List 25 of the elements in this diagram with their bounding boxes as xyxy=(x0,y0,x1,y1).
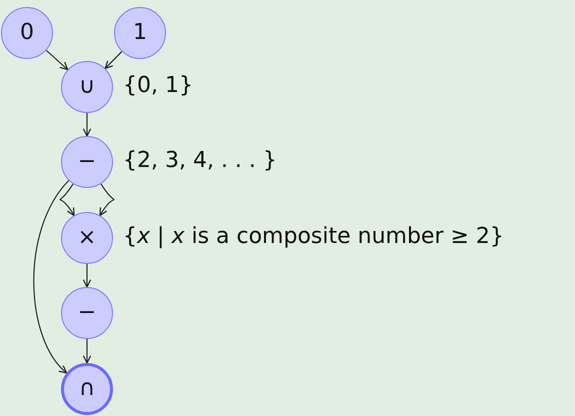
node-label: − xyxy=(78,151,96,173)
arrow xyxy=(46,50,68,70)
arrow xyxy=(82,339,92,364)
operation-circle xyxy=(61,287,113,339)
operation-circle xyxy=(61,363,113,415)
node-label: ∩ xyxy=(78,378,96,400)
set-label: {2, 3, 4, . . . } xyxy=(123,150,277,172)
operation-circle xyxy=(61,212,113,264)
operation-circle xyxy=(61,136,113,188)
arrow xyxy=(82,113,92,137)
arrow xyxy=(99,184,114,216)
arrow xyxy=(33,180,70,374)
arrow xyxy=(82,264,92,288)
node-label: − xyxy=(78,302,96,324)
node-label: 1 xyxy=(133,22,147,44)
arrow xyxy=(60,184,75,216)
operation-circle xyxy=(114,7,166,59)
node-label: ∪ xyxy=(78,76,96,98)
set-label: {x | x is a composite number ≥ 2} xyxy=(123,226,504,248)
operation-circle xyxy=(61,61,113,113)
set-label: {0, 1} xyxy=(123,75,193,97)
operation-circle xyxy=(1,7,53,59)
arrow xyxy=(104,51,122,70)
node-label: 0 xyxy=(20,22,34,44)
node-label: × xyxy=(78,227,96,249)
